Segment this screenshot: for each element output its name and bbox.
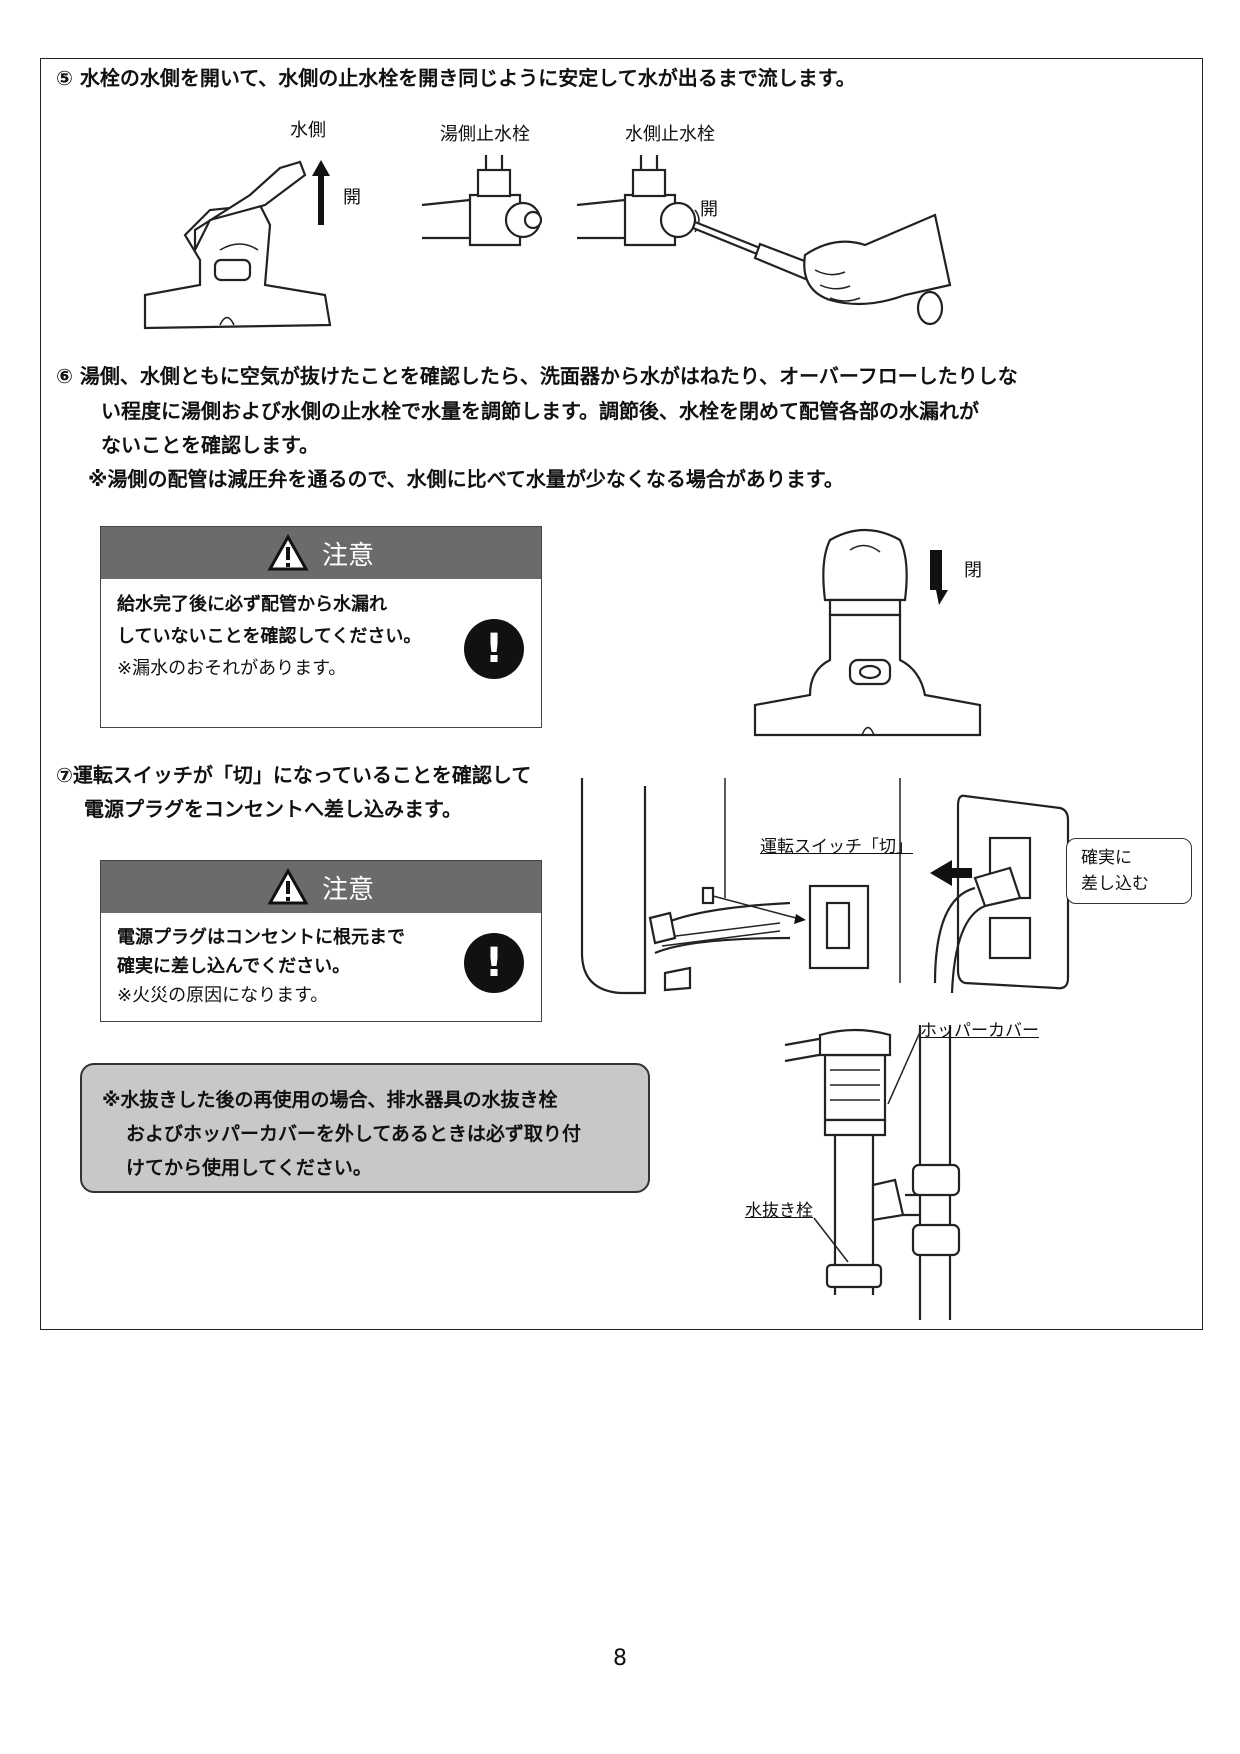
note-line-2: およびホッパーカバーを外してあるときは必ず取り付 xyxy=(126,1123,581,1145)
label-water-side: 水側 xyxy=(290,120,326,141)
faucet-closed-illustration xyxy=(753,529,982,737)
note-line-1: ※水抜きした後の再使用の場合、排水器具の水抜き栓 xyxy=(102,1089,558,1111)
step6-line-2: い程度に湯側および水側の止水栓で水量を調節します。調節後、水栓を閉めて配管各部の… xyxy=(101,399,979,423)
label-hot-valve: 湯側止水栓 xyxy=(440,124,530,145)
cold-stop-valve-screwdriver-illustration xyxy=(576,155,952,326)
drain-note-box: ※水抜きした後の再使用の場合、排水器具の水抜き栓 およびホッパーカバーを外してあ… xyxy=(80,1063,650,1193)
mandatory-exclamation-icon: ! xyxy=(464,933,524,993)
warning-triangle-icon xyxy=(267,867,309,905)
plug-callout-line-2: 差し込む xyxy=(1081,874,1149,894)
hopper-cover-leader-line xyxy=(887,1031,921,1105)
caution-body-2: 電源プラグはコンセントに根元まで 確実に差し込んでください。 ※火災の原因になり… xyxy=(101,913,541,1020)
caution2-line-3: ※火災の原因になります。 xyxy=(117,985,329,1006)
label-close: 閉 xyxy=(964,560,982,581)
caution-title-1: 注意 xyxy=(321,540,374,571)
note-line-3: けてから使用してください。 xyxy=(126,1157,372,1179)
faucet-lever-open-illustration xyxy=(143,160,332,330)
caution-header-1: 注意 xyxy=(101,527,541,579)
label-cold-valve: 水側止水栓 xyxy=(625,124,715,145)
step6-line-1: ⑥ 湯側、水側ともに空気が抜けたことを確認したら、洗面器から水がはねたり、オーバ… xyxy=(56,364,1018,388)
caution2-line-1: 電源プラグはコンセントに根元まで xyxy=(117,927,405,948)
step7-line-1: ⑦運転スイッチが「切」になっていることを確認して xyxy=(56,763,532,787)
caution1-line-1: 給水完了後に必ず配管から水漏れ xyxy=(117,594,387,615)
drain-fixture-illustration xyxy=(784,1025,961,1320)
caution-header-2: 注意 xyxy=(101,861,541,913)
label-drain-plug: 水抜き栓 xyxy=(745,1201,813,1221)
step6-line-3: ないことを確認します。 xyxy=(101,433,319,457)
step6-note: ※湯側の配管は減圧弁を通るので、水側に比べて水量が少なくなる場合があります。 xyxy=(88,467,844,491)
page-number: 8 xyxy=(613,1646,627,1671)
plug-callout-line-1: 確実に xyxy=(1081,848,1132,868)
caution-body-1: 給水完了後に必ず配管から水漏れ していないことを確認してください。 ※漏水のおそ… xyxy=(101,579,541,695)
caution-title-2: 注意 xyxy=(321,874,374,905)
content-frame xyxy=(40,58,1203,1330)
caution2-line-2: 確実に差し込んでください。 xyxy=(117,956,351,977)
caution-box-2: 注意 電源プラグはコンセントに根元まで 確実に差し込んでください。 ※火災の原因… xyxy=(100,860,542,1022)
caution1-line-2: していないことを確認してください。 xyxy=(117,626,422,647)
warning-triangle-icon xyxy=(267,533,309,571)
label-hopper-cover: ホッパーカバー xyxy=(920,1021,1039,1041)
callout-insert-firmly: 確実に 差し込む xyxy=(1066,838,1192,904)
step7-line-2: 電源プラグをコンセントへ差し込みます。 xyxy=(84,797,462,821)
drain-plug-leader-line xyxy=(813,1217,849,1263)
mandatory-exclamation-icon: ! xyxy=(464,619,524,679)
power-switch-outlet-illustration xyxy=(580,778,1070,995)
label-open-2: 開 xyxy=(700,199,718,220)
caution-box-1: 注意 給水完了後に必ず配管から水漏れ していないことを確認してください。 ※漏水… xyxy=(100,526,542,728)
hot-stop-valve-illustration xyxy=(421,155,543,247)
caution1-line-3: ※漏水のおそれがあります。 xyxy=(117,658,347,679)
step5-text: ⑤ 水栓の水側を開いて、水側の止水栓を開き同じように安定して水が出るまで流します… xyxy=(56,66,856,90)
label-open-1: 開 xyxy=(343,187,361,208)
label-run-switch-off: 運転スイッチ「切」 xyxy=(760,837,913,857)
